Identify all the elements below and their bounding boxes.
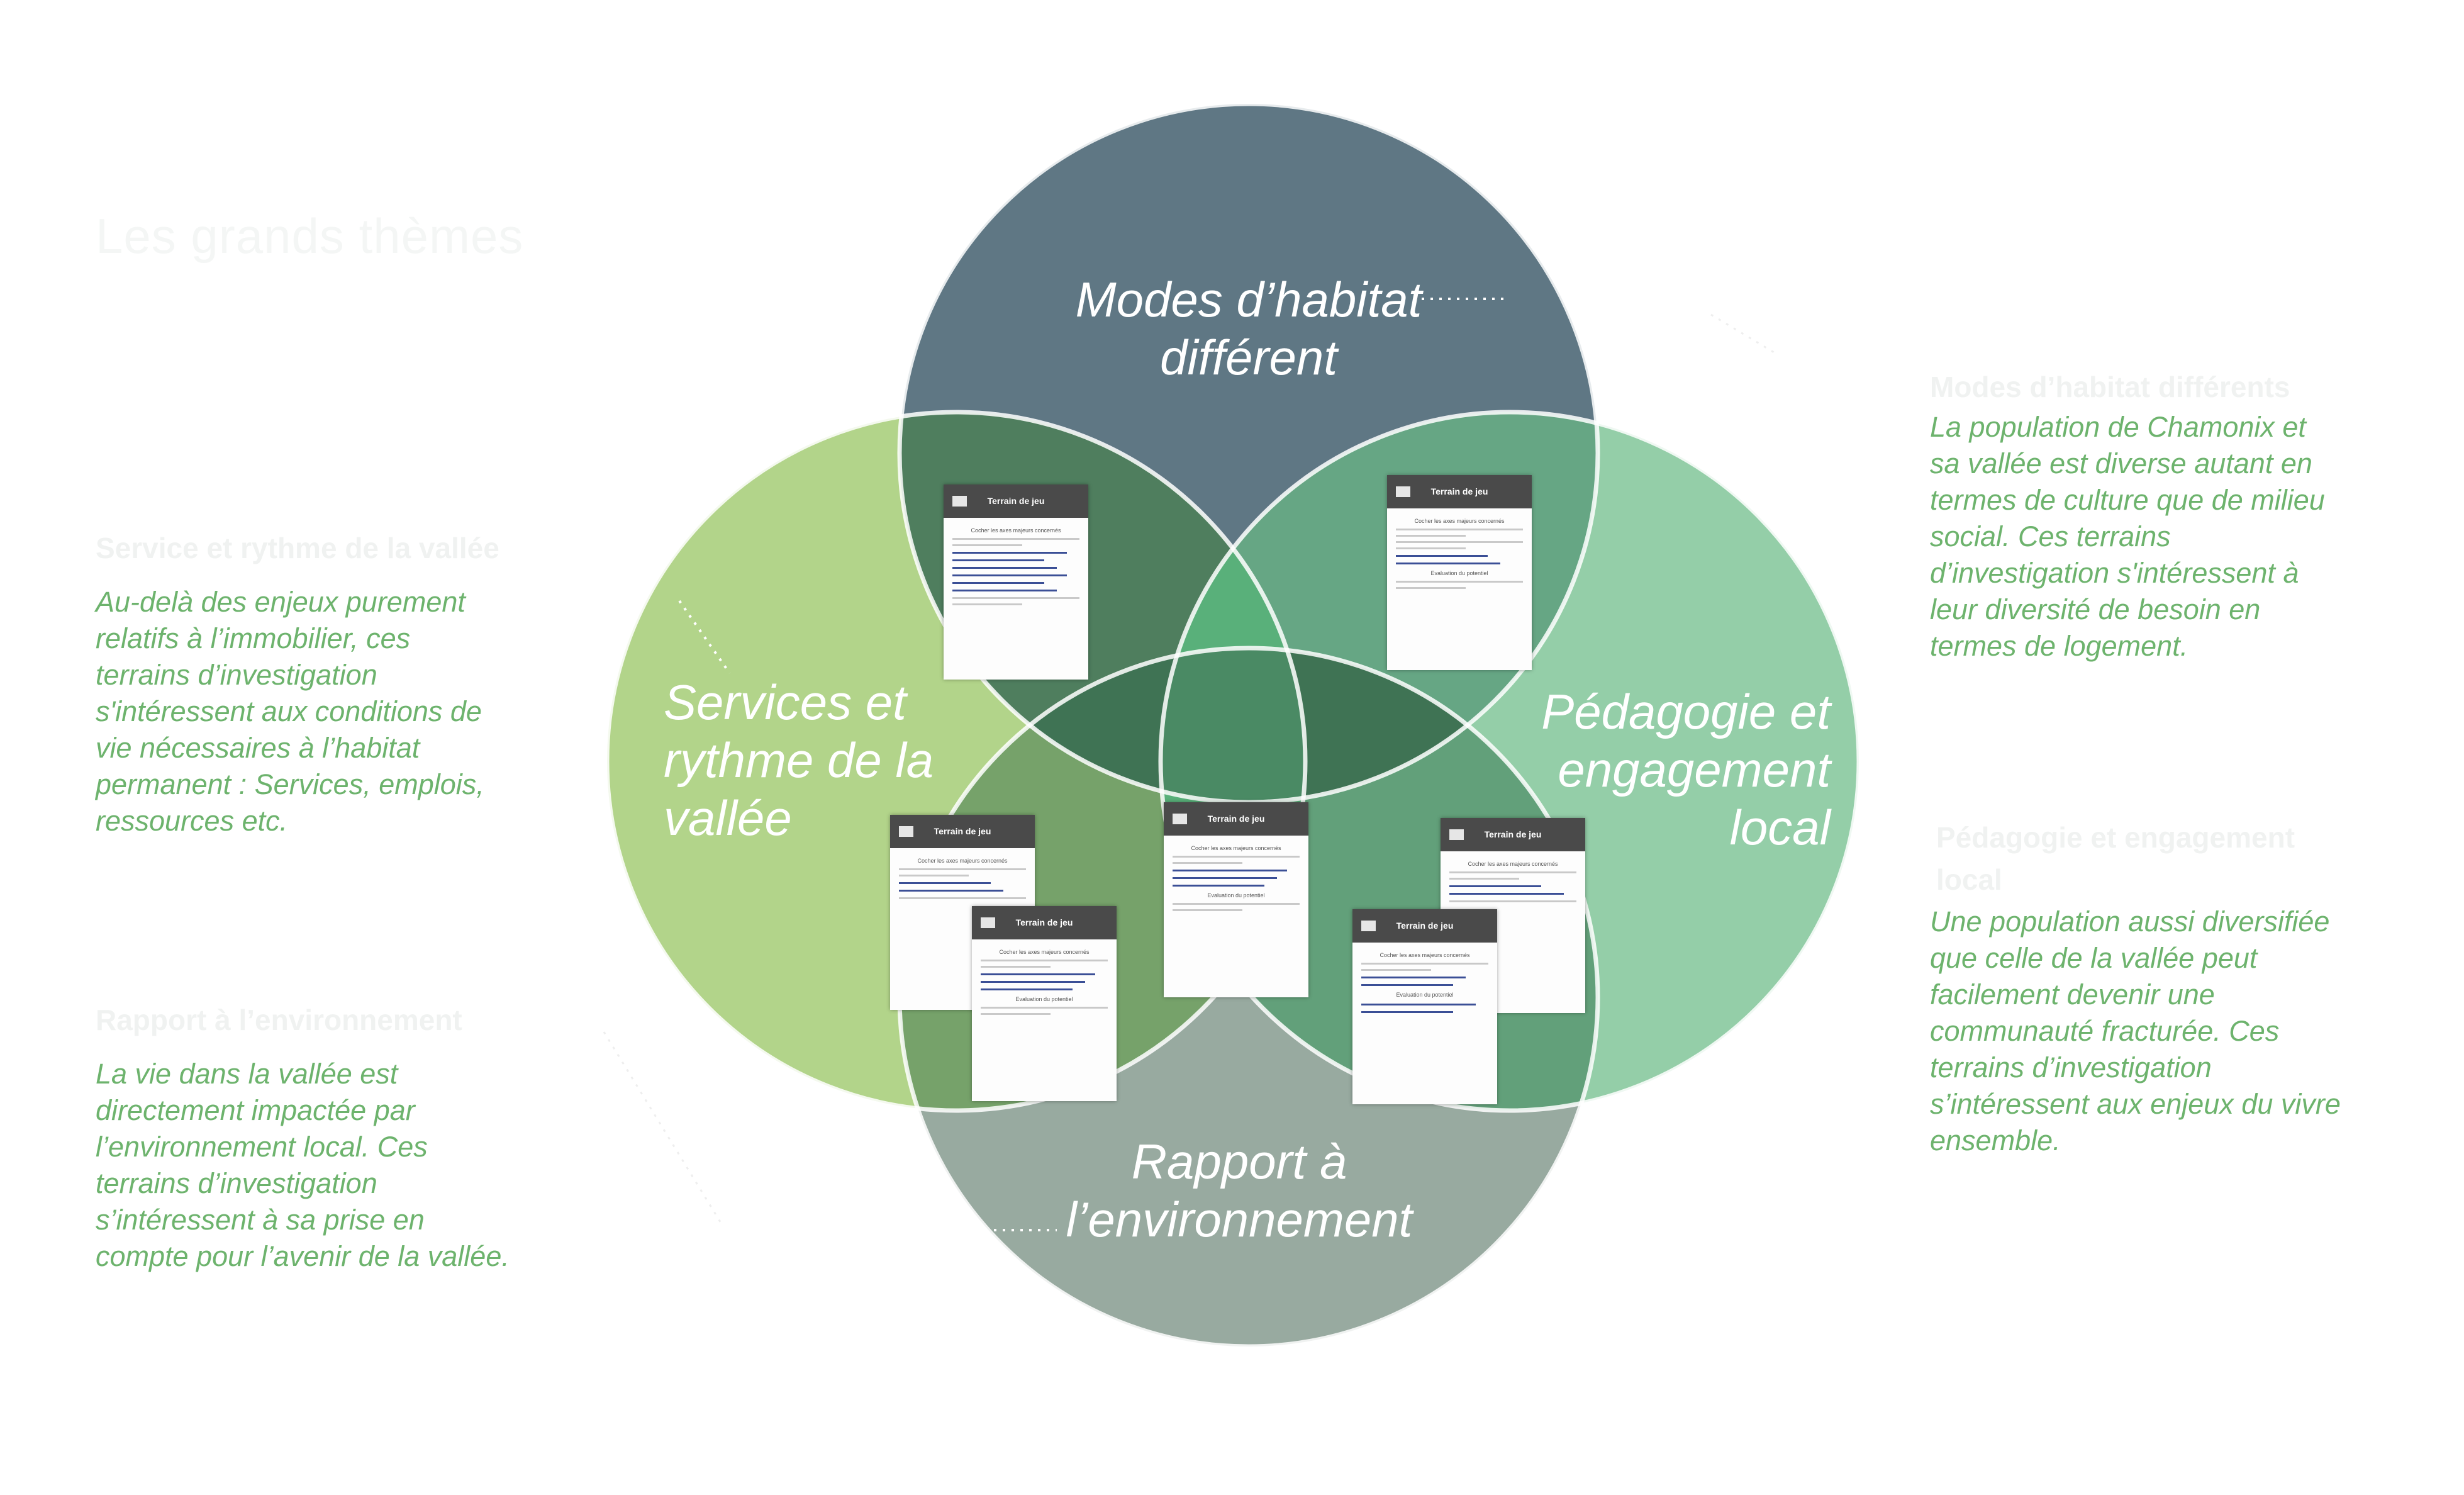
circle-label-services: Services et rythme de la vallée <box>664 675 934 846</box>
side-body-services: Au-delà des enjeux purement relatifs à l… <box>96 586 484 837</box>
circle-label-pedagogie: Pédagogie et engagement local <box>1541 684 1831 855</box>
worksheet-card-habitat-services: Terrain de jeu Cocher les axes majeurs c… <box>944 484 1088 680</box>
side-body-environnement: La vie dans la vallée est directement im… <box>96 1058 510 1272</box>
side-heading-pedagogie: Pédagogie et engagement local <box>1936 821 2295 896</box>
worksheet-card-habitat-pedagogie: Terrain de jeu Cocher les axes majeurs c… <box>1387 475 1532 670</box>
worksheet-card-center: Terrain de jeu Cocher les axes majeurs c… <box>1164 802 1308 997</box>
side-body-habitat: La population de Chamonix et sa vallée e… <box>1930 411 2325 662</box>
worksheet-card-pedagogie-2: Terrain de jeu Cocher les axes majeurs c… <box>1352 909 1497 1104</box>
worksheet-card-services-2: Terrain de jeu Cocher les axes majeurs c… <box>972 906 1117 1101</box>
page-title: Les grands thèmes <box>96 208 524 264</box>
side-heading-environnement: Rapport à l’environnement <box>96 1004 462 1036</box>
side-heading-services: Service et rythme de la vallée <box>96 532 499 564</box>
circle-label-environnement: Rapport à l’environnement <box>1066 1134 1413 1247</box>
side-heading-habitat: Modes d’habitat différents <box>1930 371 2290 403</box>
leader-services <box>678 600 731 675</box>
overlap-all-four <box>1161 648 1305 802</box>
side-body-pedagogie: Une population aussi diversifiée que cel… <box>1930 905 2341 1156</box>
circle-label-habitat: Modes d’habitat différent <box>1075 272 1422 385</box>
